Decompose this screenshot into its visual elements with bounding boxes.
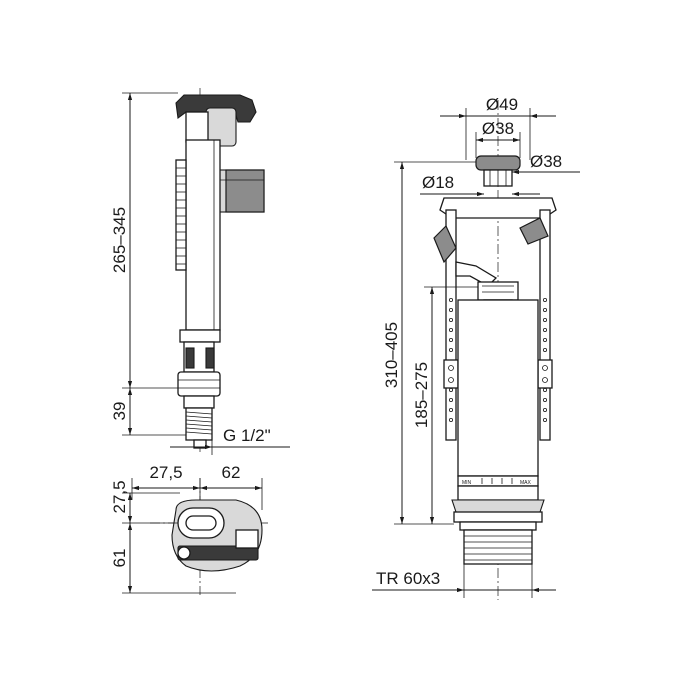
left-rail: [445, 209, 457, 441]
dim-inlet-depth: 61: [110, 523, 236, 594]
dim-overflow-height: 185–275: [412, 286, 478, 524]
dim-inlet-thread-height-label: 39: [110, 402, 129, 421]
float-shade: [225, 169, 265, 213]
flush-valve: MIN MAX: [433, 100, 557, 600]
thread-lines: [185, 411, 213, 435]
dim-inlet-offset-y-label: 27,5: [110, 480, 129, 513]
dim-inlet-height-label: 265–345: [110, 207, 129, 273]
base-thread: [463, 529, 533, 565]
dim-button-side: Ø38: [512, 152, 580, 175]
rod-ribs: [176, 167, 186, 265]
base-seal: [451, 499, 545, 513]
dim-flush-thread-label: TR 60x3: [376, 569, 440, 588]
dim-button-outer: Ø49: [440, 95, 556, 160]
rail-holes: [448, 297, 548, 422]
dim-inlet-thread-label: G 1/2": [223, 426, 271, 445]
base-thread-lines: [464, 535, 532, 561]
dim-inlet-depth-label: 61: [110, 549, 129, 568]
scale-max-label: MAX: [520, 480, 532, 486]
flush-button: [475, 155, 521, 171]
dim-inlet-thread-height: 39: [110, 388, 186, 436]
dim-inlet-height: 265–345: [110, 92, 178, 389]
overflow-head: [477, 281, 519, 301]
dim-inlet-offset-x: 27,5: [131, 463, 201, 500]
dim-button-outer-label: Ø49: [486, 95, 518, 114]
base-ring: [453, 511, 543, 523]
valve-body-top: [185, 111, 209, 143]
dim-inlet-thread: G 1/2": [170, 425, 290, 455]
scale-min-label: MIN: [462, 480, 472, 486]
inlet-valve-top-view: [150, 478, 270, 595]
dim-rod: Ø18: [420, 173, 540, 197]
inlet-valve-side-view: [175, 88, 265, 452]
washer: [183, 395, 215, 409]
adjustment-rod: [175, 159, 187, 271]
dim-inlet-offset-y: 27,5: [110, 480, 180, 524]
dim-overflow-height-label: 185–275: [412, 362, 431, 428]
left-lever: [433, 224, 457, 264]
lower-collar: [179, 329, 221, 343]
valve-tube: [185, 139, 221, 331]
dim-button-side-label: Ø38: [530, 152, 562, 171]
dim-flush-total-height-label: 310–405: [382, 322, 401, 388]
dim-rod-label: Ø18: [422, 173, 454, 192]
valve-cylinder: [457, 299, 539, 477]
dim-flush-thread: TR 60x3: [372, 564, 556, 598]
dim-inlet-width: 62: [200, 463, 263, 510]
dim-inlet-width-label: 62: [222, 463, 241, 482]
right-lever: [519, 217, 549, 245]
dim-button-inner: Ø38: [475, 119, 521, 158]
right-rail: [539, 209, 551, 441]
dim-inlet-offset-x-label: 27,5: [149, 463, 182, 482]
base-body: [457, 485, 539, 501]
lock-nut: [177, 371, 221, 397]
dim-flush-total-height: 310–405: [382, 161, 476, 525]
dim-button-inner-label: Ø38: [482, 119, 514, 138]
top-bridge: [439, 197, 557, 219]
